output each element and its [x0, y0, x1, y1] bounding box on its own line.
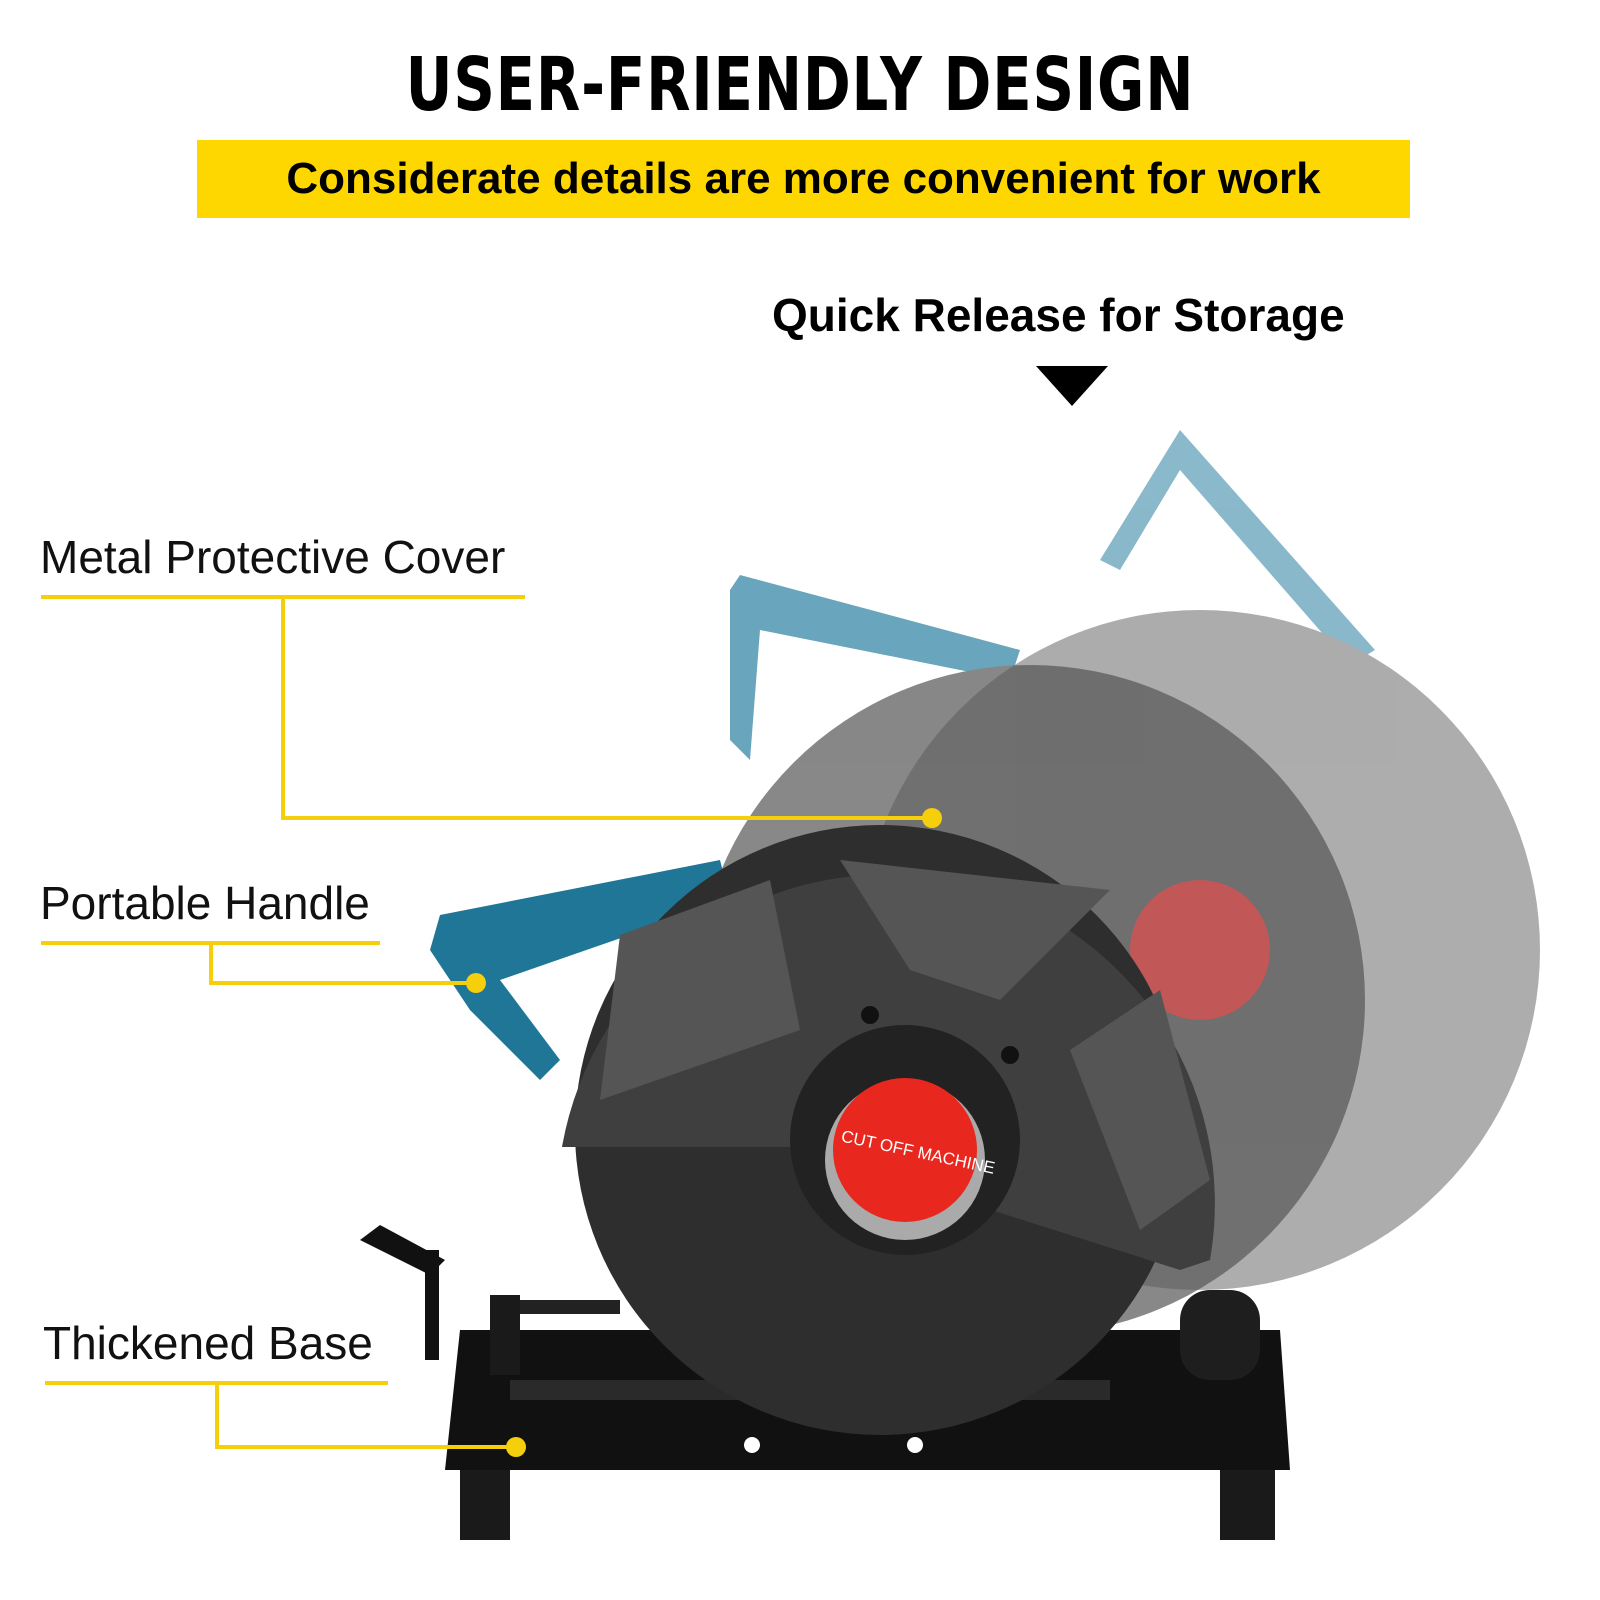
callout-metal-protective-cover: Metal Protective Cover — [40, 531, 506, 583]
subtitle-banner: Considerate details are more convenient … — [197, 140, 1410, 218]
callout-thickened-base: Thickened Base — [43, 1317, 373, 1369]
page-title: USER-FRIENDLY DESIGN — [405, 42, 1195, 128]
callout-dot-base — [506, 1437, 526, 1457]
callout-lines — [41, 595, 930, 1449]
quick-release-label: Quick Release for Storage — [772, 289, 1345, 341]
hub-cap — [833, 1078, 977, 1222]
callout-dot-handle — [466, 973, 486, 993]
portable-handle — [430, 860, 730, 1080]
callout-dot-cover — [922, 808, 942, 828]
down-arrow-icon — [1036, 366, 1108, 406]
callout-portable-handle: Portable Handle — [40, 877, 370, 929]
